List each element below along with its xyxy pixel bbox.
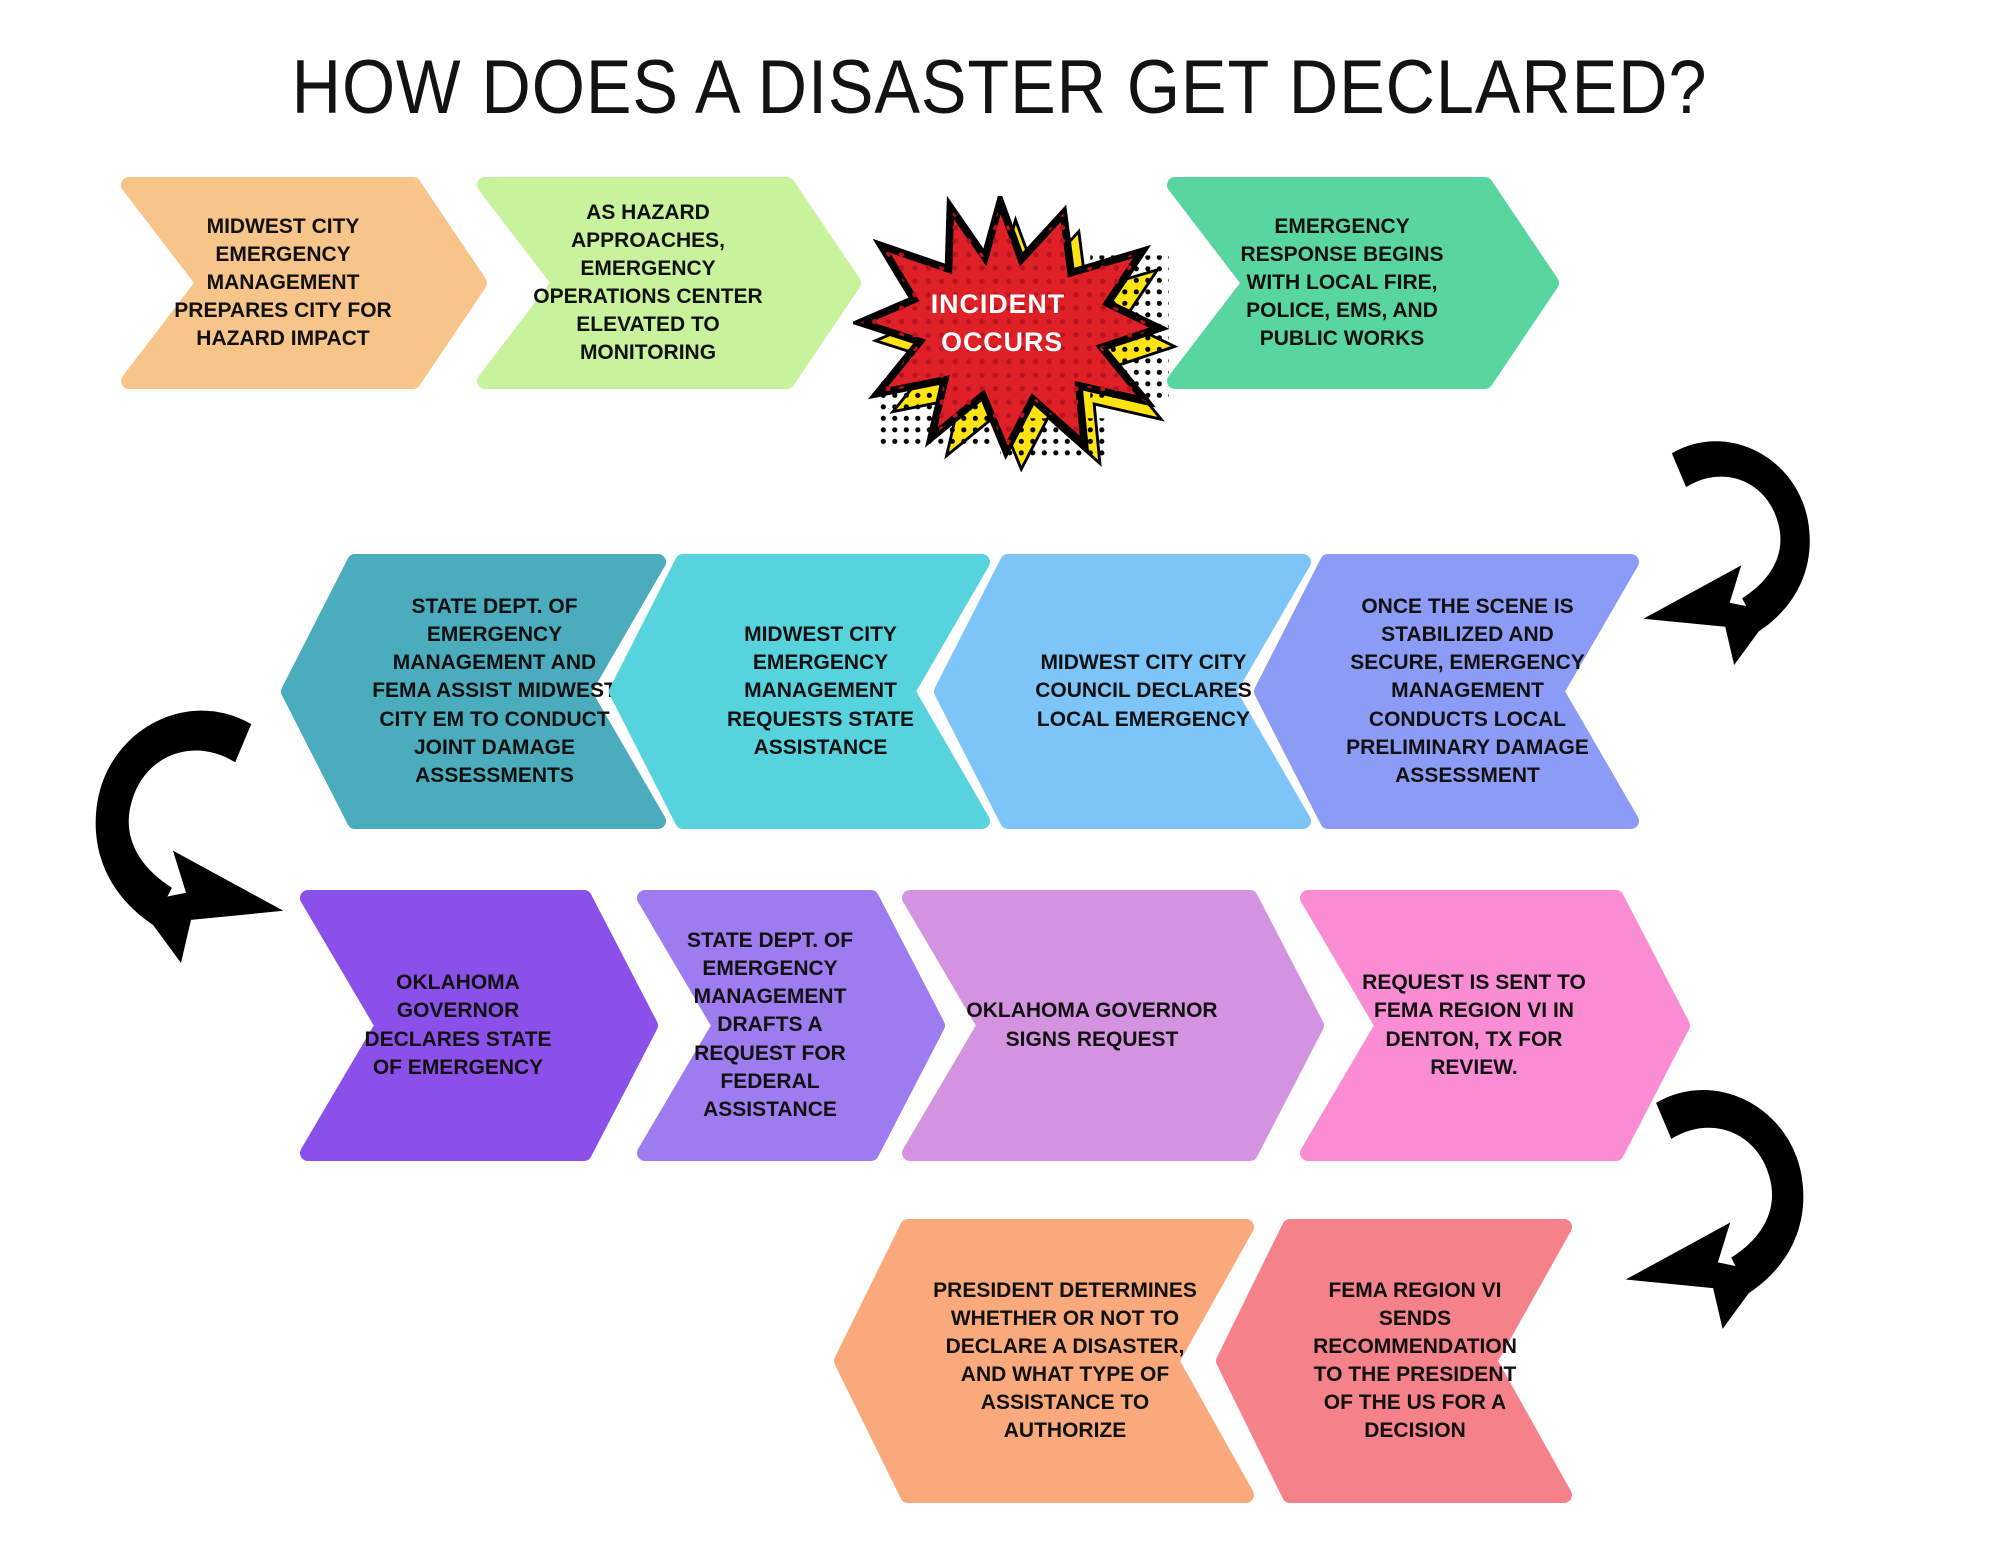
- page-title: HOW DOES A DISASTER GET DECLARED?: [0, 44, 2000, 131]
- chevron-president-decides: PRESIDENT DETERMINES WHETHER OR NOT TO D…: [833, 1218, 1255, 1504]
- chevron-draft-request: STATE DEPT. OF EMERGENCY MANAGEMENT DRAF…: [636, 889, 946, 1162]
- chevron-president-decides-label: PRESIDENT DETERMINES WHETHER OR NOT TO D…: [933, 1278, 1197, 1443]
- chevron-joint-assessments: STATE DEPT. OF EMERGENCY MANAGEMENT AND …: [280, 553, 667, 830]
- chevron-request-state-label: MIDWEST CITY EMERGENCY MANAGEMENT REQUES…: [726, 623, 915, 759]
- curved-arrow-row3-to-row4: [1625, 1090, 1804, 1329]
- chevron-governor-signs-label: OKLAHOMA GOVERNOR SIGNS REQUEST: [966, 999, 1218, 1051]
- chevron-eoc-monitoring: AS HAZARD APPROACHES, EMERGENCY OPERATIO…: [476, 176, 862, 390]
- incident-burst-label: INCIDENT OCCURS: [931, 289, 1074, 357]
- chevron-draft-request-label: STATE DEPT. OF EMERGENCY MANAGEMENT DRAF…: [686, 929, 854, 1121]
- chevron-governor-signs: OKLAHOMA GOVERNOR SIGNS REQUEST: [901, 889, 1325, 1162]
- incident-burst-red-star: [853, 196, 1170, 460]
- chevron-local-pda: ONCE THE SCENE IS STABILIZED AND SECURE,…: [1253, 553, 1640, 830]
- curved-arrow-row2-to-row3: [95, 710, 284, 963]
- chevron-governor-declares-label: OKLAHOMA GOVERNOR DECLARES STATE OF EMER…: [364, 971, 552, 1079]
- chevron-governor-declares: OKLAHOMA GOVERNOR DECLARES STATE OF EMER…: [299, 889, 659, 1162]
- chevron-local-pda-label: ONCE THE SCENE IS STABILIZED AND SECURE,…: [1346, 595, 1589, 787]
- chevron-fema-review-label: REQUEST IS SENT TO FEMA REGION VI IN DEN…: [1362, 971, 1586, 1079]
- chevron-prepare: MIDWEST CITY EMERGENCY MANAGEMENT PREPAR…: [120, 176, 488, 390]
- chevron-eoc-monitoring-label: AS HAZARD APPROACHES, EMERGENCY OPERATIO…: [533, 200, 763, 365]
- page-title-text: HOW DOES A DISASTER GET DECLARED?: [292, 45, 1708, 130]
- chevron-request-state: MIDWEST CITY EMERGENCY MANAGEMENT REQUES…: [608, 553, 991, 830]
- curved-arrow-row1-to-row2: [1643, 441, 1810, 666]
- chevron-fema-recommendation-label: FEMA REGION VI SENDS RECOMMENDATION TO T…: [1313, 1278, 1517, 1443]
- chevron-joint-assessments-label: STATE DEPT. OF EMERGENCY MANAGEMENT AND …: [372, 595, 617, 787]
- chevron-response-begins-label: EMERGENCY RESPONSE BEGINS WITH LOCAL FIR…: [1240, 214, 1444, 351]
- chevron-response-begins: EMERGENCY RESPONSE BEGINS WITH LOCAL FIR…: [1166, 176, 1560, 390]
- incident-burst: INCIDENT OCCURS: [853, 196, 1179, 472]
- chevron-prepare-label: MIDWEST CITY EMERGENCY MANAGEMENT PREPAR…: [174, 214, 392, 351]
- chevron-fema-review: REQUEST IS SENT TO FEMA REGION VI IN DEN…: [1299, 889, 1691, 1162]
- chevron-council-declares-label: MIDWEST CITY CITY COUNCIL DECLARES LOCAL…: [1035, 651, 1252, 731]
- chevron-fema-recommendation: FEMA REGION VI SENDS RECOMMENDATION TO T…: [1215, 1218, 1573, 1504]
- chevron-council-declares: MIDWEST CITY CITY COUNCIL DECLARES LOCAL…: [933, 553, 1312, 830]
